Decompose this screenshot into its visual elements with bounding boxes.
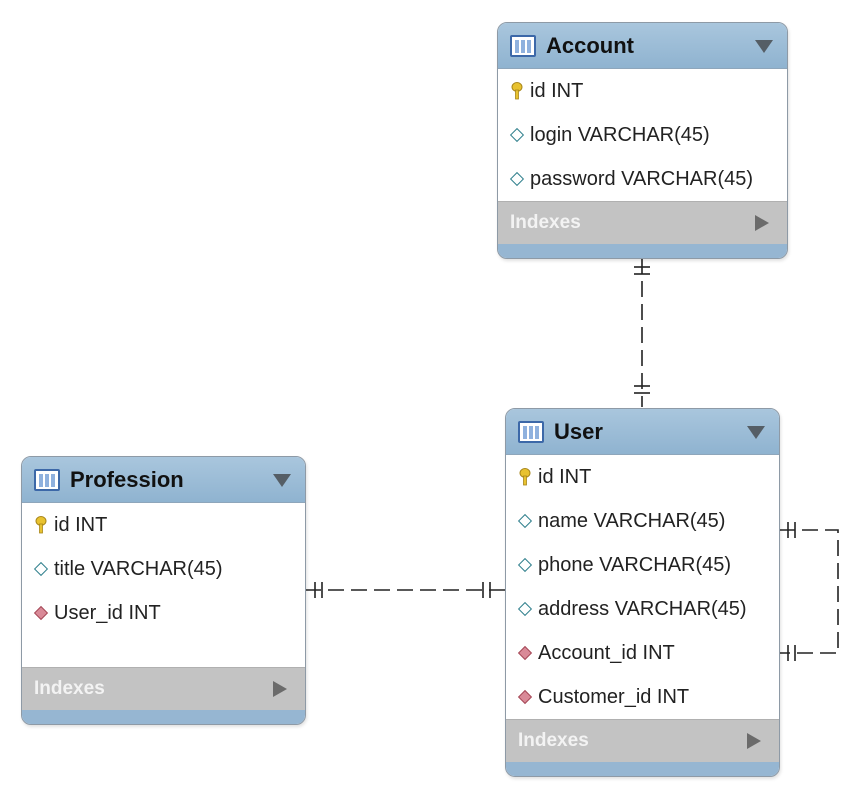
indexes-section[interactable]: Indexes [506,719,779,762]
collapse-arrow-icon[interactable] [747,426,765,439]
table-header[interactable]: User [506,409,779,455]
column-list: id INT name VARCHAR(45) phone VARCHAR(45… [506,455,779,719]
column-row[interactable]: Account_id INT [506,631,779,675]
indexes-label: Indexes [510,212,581,233]
column-label: address VARCHAR(45) [538,597,747,620]
column-row[interactable]: id INT [506,455,779,499]
column-row[interactable]: phone VARCHAR(45) [506,543,779,587]
collapse-arrow-icon[interactable] [755,40,773,53]
table-title: User [554,418,603,444]
user-self-relationship-line[interactable] [779,529,839,654]
column-row[interactable]: password VARCHAR(45) [498,157,787,201]
attribute-diamond-icon [509,127,525,143]
attribute-diamond-icon [517,557,533,573]
foreign-key-diamond-icon [517,689,533,705]
foreign-key-diamond-icon [517,645,533,661]
table-header[interactable]: Profession [22,457,305,503]
column-list: id INT title VARCHAR(45) User_id INT [22,503,305,667]
column-row[interactable]: login VARCHAR(45) [498,113,787,157]
column-label: id INT [538,465,592,488]
attribute-diamond-icon [517,513,533,529]
attribute-diamond-icon [33,561,49,577]
collapse-arrow-icon[interactable] [273,474,291,487]
column-label: name VARCHAR(45) [538,509,726,532]
table-icon [518,420,544,443]
expand-arrow-icon[interactable] [273,681,287,697]
indexes-section[interactable]: Indexes [22,667,305,710]
column-label: title VARCHAR(45) [54,557,223,580]
column-label: id INT [54,513,108,536]
column-row[interactable]: User_id INT [22,591,305,635]
user-table[interactable]: User id INT name VARCHAR(45) phone VARCH… [505,408,780,777]
column-row[interactable]: name VARCHAR(45) [506,499,779,543]
column-row[interactable]: id INT [22,503,305,547]
table-footer [506,762,779,776]
table-title: Profession [70,466,184,492]
table-title: Account [546,32,634,58]
column-list: id INT login VARCHAR(45) password VARCHA… [498,69,787,201]
foreign-key-diamond-icon [33,605,49,621]
primary-key-icon [510,82,524,100]
table-footer [22,710,305,724]
expand-arrow-icon[interactable] [755,215,769,231]
column-row[interactable]: id INT [498,69,787,113]
table-icon [34,468,60,491]
column-label: User_id INT [54,601,161,624]
column-label: id INT [530,79,584,102]
indexes-label: Indexes [518,730,589,751]
column-row[interactable]: Customer_id INT [506,675,779,719]
indexes-section[interactable]: Indexes [498,201,787,244]
column-label: login VARCHAR(45) [530,123,710,146]
primary-key-icon [34,516,48,534]
table-icon [510,34,536,57]
attribute-diamond-icon [517,601,533,617]
table-header[interactable]: Account [498,23,787,69]
column-label: password VARCHAR(45) [530,167,754,190]
column-label: Customer_id INT [538,685,690,708]
indexes-label: Indexes [34,678,105,699]
account-table[interactable]: Account id INT login VARCHAR(45) passwor… [497,22,788,259]
column-row[interactable]: address VARCHAR(45) [506,587,779,631]
column-row[interactable]: title VARCHAR(45) [22,547,305,591]
primary-key-icon [518,468,532,486]
attribute-diamond-icon [509,171,525,187]
table-footer [498,244,787,258]
profession-table[interactable]: Profession id INT title VARCHAR(45) User… [21,456,306,725]
column-label: phone VARCHAR(45) [538,553,732,576]
column-label: Account_id INT [538,641,675,664]
expand-arrow-icon[interactable] [747,733,761,749]
